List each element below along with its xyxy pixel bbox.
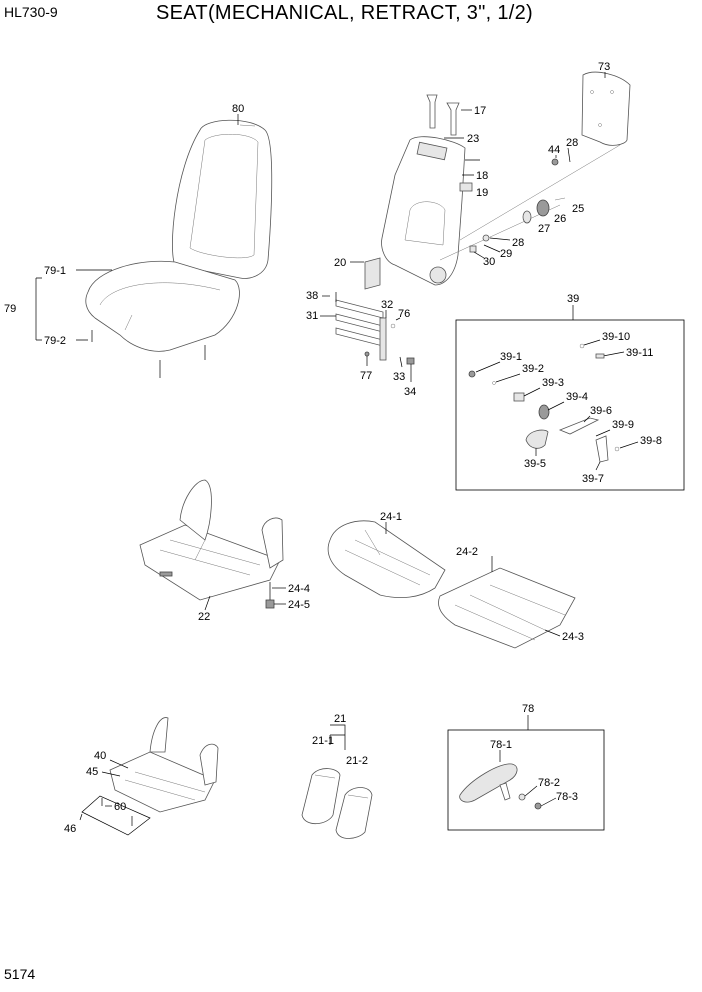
callout-21-1: 21-1 <box>312 735 334 747</box>
callout-21-2: 21-2 <box>346 755 368 767</box>
screws-79-2 <box>91 330 206 378</box>
callout-24-1: 24-1 <box>380 511 402 523</box>
seat-frame-22 <box>139 479 284 611</box>
callout-39-4: 39-4 <box>566 391 588 403</box>
lower-frame-40 <box>101 717 219 813</box>
callout-80: 80 <box>232 103 244 115</box>
callout-44: 44 <box>548 144 560 156</box>
callout-45: 45 <box>86 766 98 778</box>
head-bolts-17 <box>426 94 472 136</box>
callout-39-6: 39-6 <box>590 405 612 417</box>
cable-46 <box>79 795 151 836</box>
box-78 <box>447 729 605 831</box>
lumbar-box-20 <box>350 257 381 290</box>
callout-30: 30 <box>483 256 495 268</box>
callout-25: 25 <box>572 203 584 215</box>
callout-46: 46 <box>64 823 76 835</box>
page-number: 5174 <box>4 966 36 982</box>
callout-79-1: 79-1 <box>44 265 66 277</box>
callout-39-7: 39-7 <box>582 473 604 485</box>
callout-34: 34 <box>404 386 416 398</box>
seat-back-cushion-80 <box>172 119 273 279</box>
callout-22: 22 <box>198 611 210 623</box>
back-cover-73 <box>581 71 631 146</box>
seat-pan-24-1 <box>327 520 446 599</box>
callout-39-2: 39-2 <box>522 363 544 375</box>
page-title: SEAT(MECHANICAL, RETRACT, 3", 1/2) <box>156 2 533 24</box>
callout-18: 18 <box>476 170 488 182</box>
callout-20: 20 <box>334 257 346 269</box>
callout-39-10: 39-10 <box>602 331 630 343</box>
back-frame-18 <box>381 136 466 286</box>
lumbar-bracket-32 <box>379 310 401 361</box>
armrest-78-1 <box>459 763 518 803</box>
recliner-knob-26 <box>522 197 566 224</box>
callout-79: 79 <box>4 303 16 315</box>
callout-39-8: 39-8 <box>640 435 662 447</box>
callout-21: 21 <box>334 713 346 725</box>
callout-79-2: 79-2 <box>44 335 66 347</box>
callout-28-lower: 28 <box>512 237 524 249</box>
callout-19: 19 <box>476 187 488 199</box>
callout-60: 60 <box>114 801 126 813</box>
box-39 <box>455 319 685 491</box>
callout-39-5: 39-5 <box>524 458 546 470</box>
callout-77: 77 <box>360 370 372 382</box>
callout-28-upper: 28 <box>566 137 578 149</box>
callout-39-9: 39-9 <box>612 419 634 431</box>
side-covers-21 <box>301 724 373 839</box>
callout-39-3: 39-3 <box>542 377 564 389</box>
callout-24-2: 24-2 <box>456 546 478 558</box>
callout-78-3: 78-3 <box>556 791 578 803</box>
model-code: HL730-9 <box>4 4 58 20</box>
callout-78-2: 78-2 <box>538 777 560 789</box>
seat-pan-24-3 <box>438 556 576 649</box>
callout-40: 40 <box>94 750 106 762</box>
callout-24-4: 24-4 <box>288 583 310 595</box>
callout-33: 33 <box>393 371 405 383</box>
callout-24-5: 24-5 <box>288 599 310 611</box>
callout-17: 17 <box>474 105 486 117</box>
seat-bottom-cushion-79-1 <box>85 260 240 352</box>
callout-39: 39 <box>567 293 579 305</box>
lumbar-spring-31 <box>320 292 384 347</box>
callout-32: 32 <box>381 299 393 311</box>
callout-38: 38 <box>306 290 318 302</box>
callout-29: 29 <box>500 248 512 260</box>
callout-76: 76 <box>398 308 410 320</box>
callout-78-1: 78-1 <box>490 739 512 751</box>
callout-39-1: 39-1 <box>500 351 522 363</box>
callout-31: 31 <box>306 310 318 322</box>
callout-73: 73 <box>598 61 610 73</box>
callout-39-11: 39-11 <box>626 347 653 359</box>
callout-23: 23 <box>467 133 479 145</box>
callout-78: 78 <box>522 703 534 715</box>
callout-26: 26 <box>554 213 566 225</box>
callout-27: 27 <box>538 223 550 235</box>
callout-24-3: 24-3 <box>562 631 584 643</box>
